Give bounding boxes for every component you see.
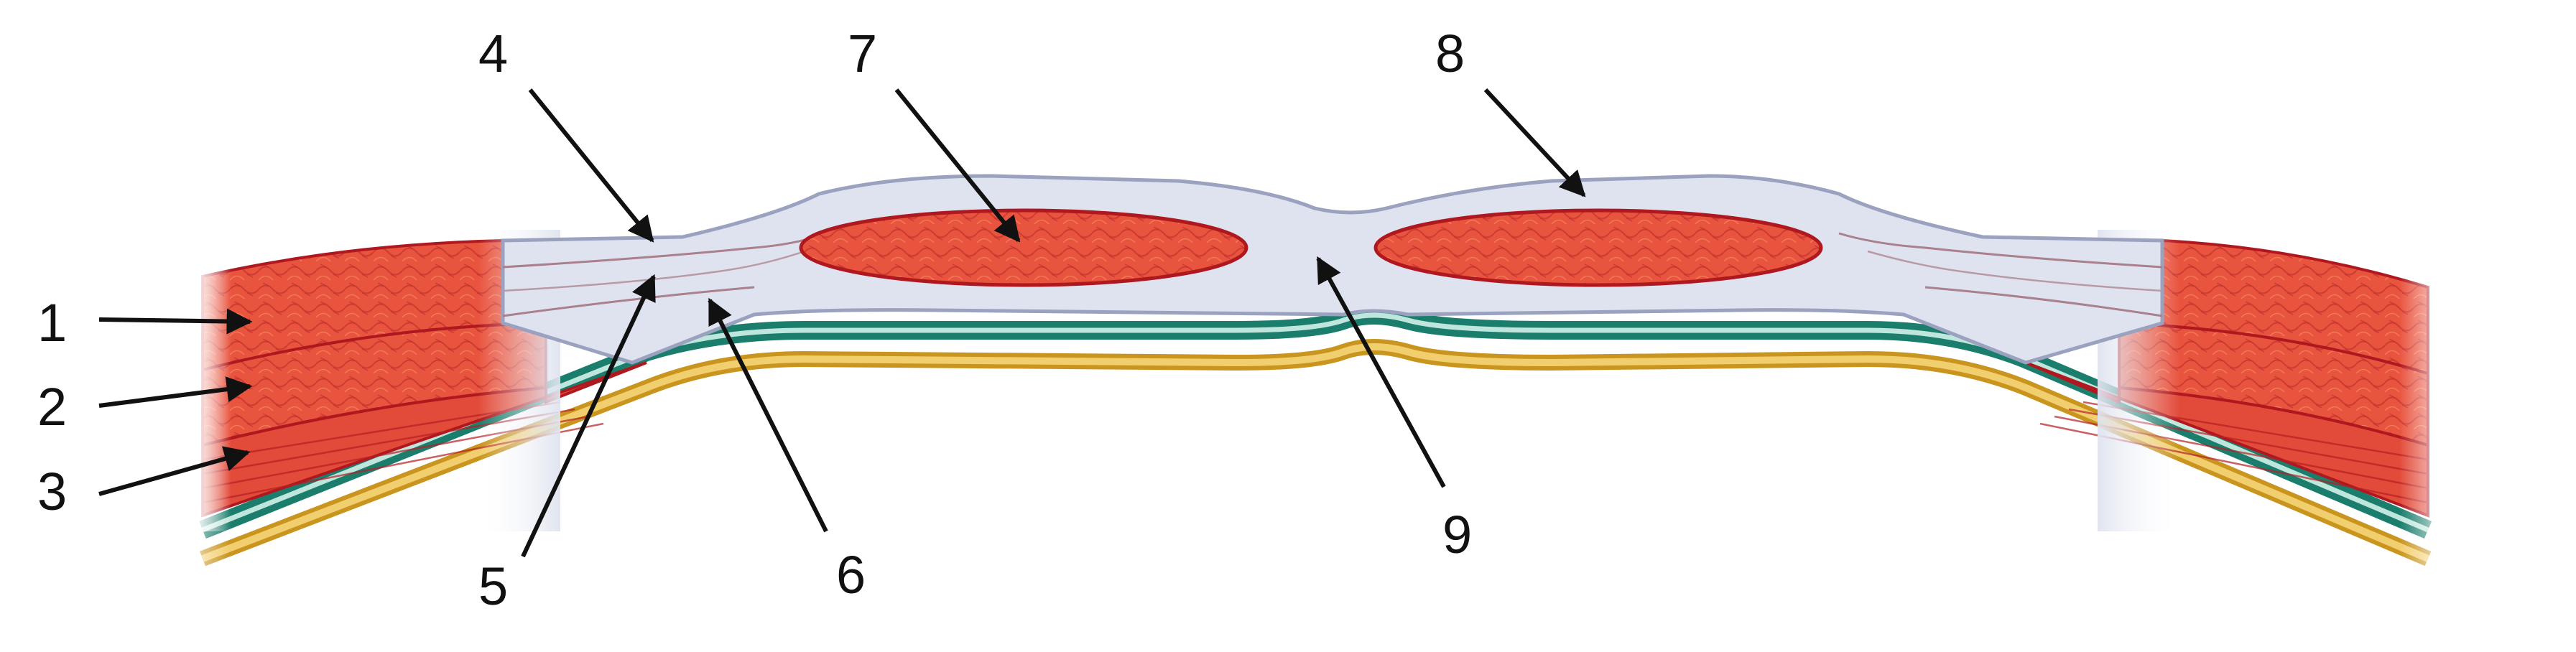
arrow-6 xyxy=(708,297,828,533)
label-9: 9 xyxy=(1442,505,1472,564)
peritoneum-highlight xyxy=(201,343,2429,562)
arrow-1 xyxy=(98,308,253,335)
label-6: 6 xyxy=(836,545,866,605)
arrow-5 xyxy=(521,274,656,558)
aponeurosis-fiber-middle xyxy=(502,250,2163,292)
arrow-7 xyxy=(894,88,1021,243)
arrow-4 xyxy=(528,88,654,243)
label-4: 4 xyxy=(478,24,508,83)
callout-arrows xyxy=(98,88,1586,558)
label-2: 2 xyxy=(37,377,67,437)
label-3: 3 xyxy=(37,462,67,521)
right-rectus-abdominis xyxy=(1373,208,1823,287)
left-rectus-abdominis xyxy=(799,208,1248,287)
arrow-2 xyxy=(98,376,253,408)
transversalis-fascia-inner xyxy=(201,312,2429,533)
arrow-3 xyxy=(98,446,251,496)
label-5: 5 xyxy=(478,556,508,616)
label-7: 7 xyxy=(848,24,877,83)
label-1: 1 xyxy=(37,293,67,353)
aponeurosis-fiber-upper xyxy=(502,232,2163,269)
arrow-9 xyxy=(1316,256,1446,488)
aponeurosis-fiber-lower xyxy=(502,286,2163,317)
label-8: 8 xyxy=(1435,24,1465,83)
arrow-8 xyxy=(1483,88,1586,197)
